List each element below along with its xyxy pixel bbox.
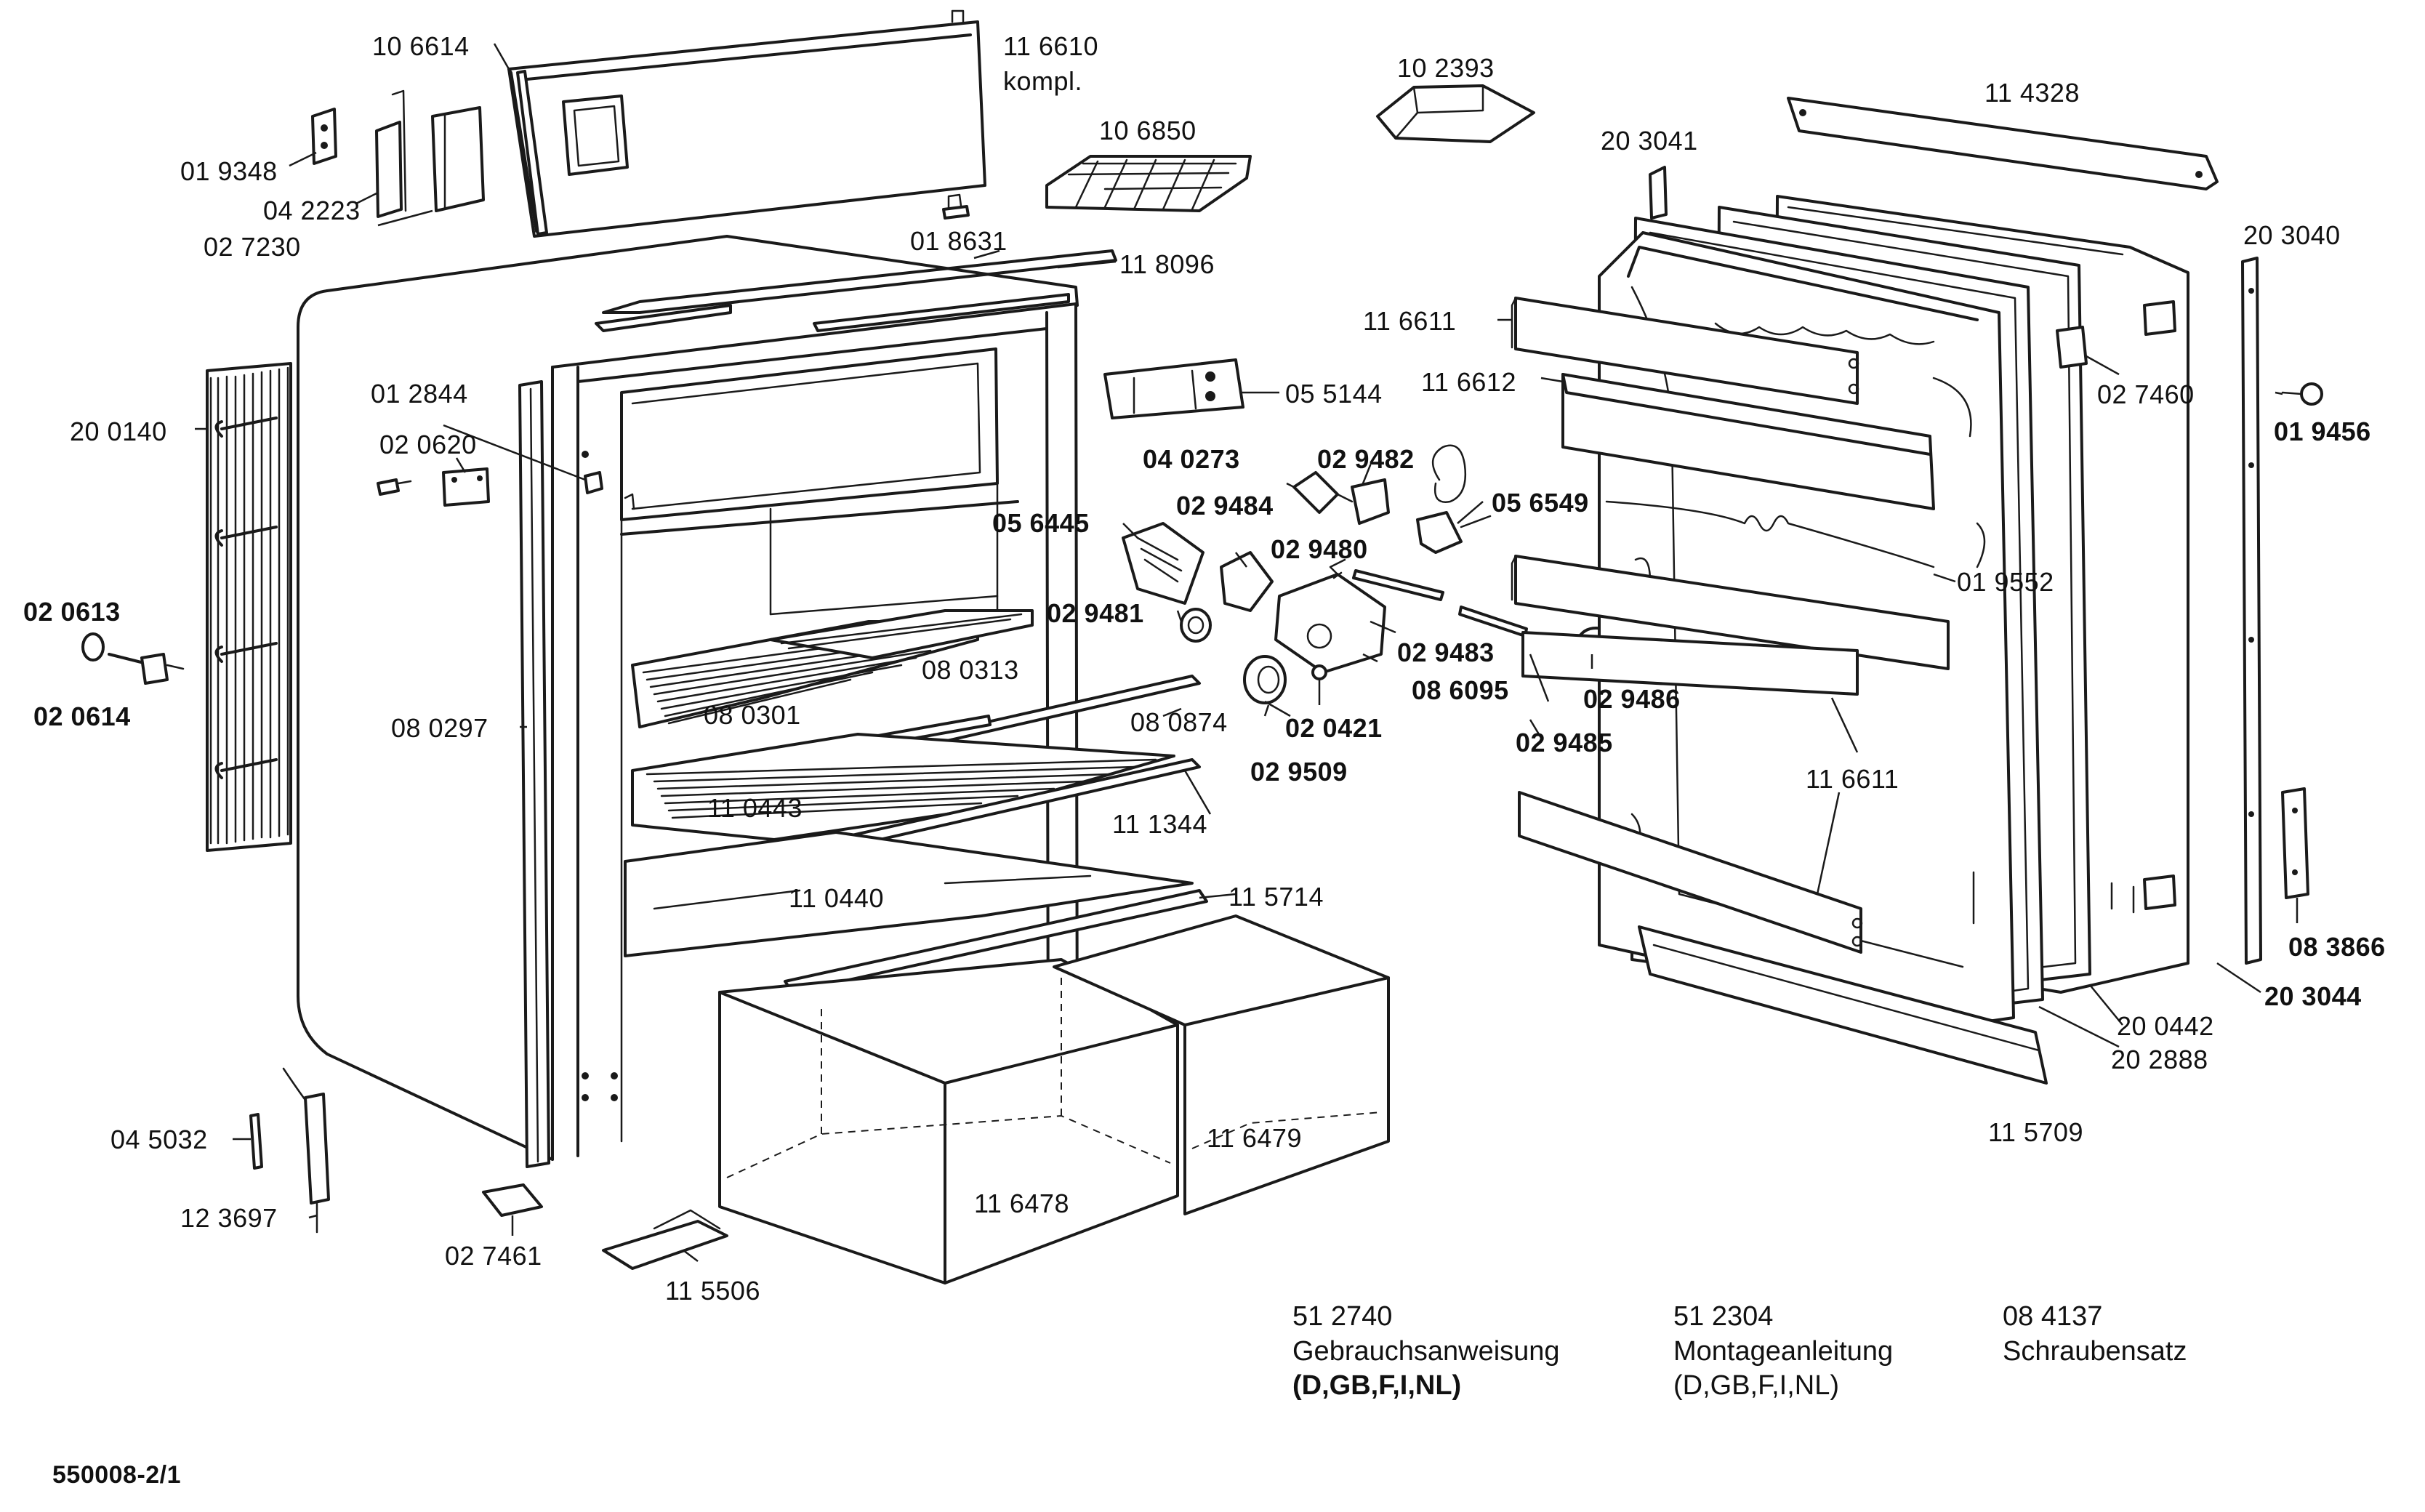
label-11-5709: 11 5709 bbox=[1988, 1117, 2083, 1147]
freezer-door-assembly bbox=[507, 9, 986, 238]
label-02-9485: 02 9485 bbox=[1516, 728, 1613, 757]
label-01-9348: 01 9348 bbox=[180, 156, 278, 186]
label-01-8631: 01 8631 bbox=[910, 226, 1008, 256]
label-01-9456: 01 9456 bbox=[2274, 417, 2371, 446]
label-20-3040: 20 3040 bbox=[2243, 220, 2341, 250]
refrigerator-cabinet bbox=[297, 235, 1079, 1161]
doc-number: 51 2304 bbox=[1673, 1301, 1774, 1332]
shelves bbox=[624, 609, 1201, 957]
label-02-9509: 02 9509 bbox=[1250, 757, 1348, 787]
label-02-0614: 02 0614 bbox=[33, 701, 131, 731]
label-11-0440: 11 0440 bbox=[789, 883, 884, 913]
label-11-6611-top: 11 6611 bbox=[1363, 306, 1457, 336]
bottom-trim-strip bbox=[1638, 925, 2048, 1085]
top-trim-strip bbox=[602, 249, 1117, 314]
label-11-6612: 11 6612 bbox=[1421, 367, 1516, 397]
ice-grid bbox=[1045, 155, 1252, 212]
label-02-9480: 02 9480 bbox=[1271, 534, 1368, 564]
leader-lines bbox=[195, 43, 2299, 1262]
label-02-9486: 02 9486 bbox=[1583, 684, 1681, 714]
thermostat-knob-parts bbox=[81, 632, 185, 685]
label-08-0297: 08 0297 bbox=[391, 713, 488, 743]
label-11-1344: 11 1344 bbox=[1112, 809, 1207, 839]
doc-number: 51 2740 bbox=[1292, 1301, 1393, 1332]
label-05-6445: 05 6445 bbox=[992, 508, 1090, 538]
door-seal bbox=[518, 380, 550, 1168]
label-01-9552: 01 9552 bbox=[1957, 567, 2054, 597]
doc-number: 08 4137 bbox=[2003, 1301, 2103, 1332]
label-12-3697: 12 3697 bbox=[180, 1203, 278, 1233]
thermostat-assembly bbox=[1103, 358, 1613, 704]
doc-operating-instructions: 51 2740 Gebrauchsanweisung (D,GB,F,I,NL) bbox=[1292, 1300, 1560, 1404]
drawing-id: 550008-2/1 bbox=[52, 1461, 182, 1489]
label-08-0301: 08 0301 bbox=[704, 700, 801, 730]
label-11-6611-bottom: 11 6611 bbox=[1806, 764, 1899, 794]
label-05-6549: 05 6549 bbox=[1492, 488, 1589, 518]
label-20-0140: 20 0140 bbox=[70, 417, 167, 446]
label-02-9484: 02 9484 bbox=[1176, 491, 1274, 520]
doc-title: Gebrauchsanweisung bbox=[1292, 1335, 1560, 1367]
label-08-0874: 08 0874 bbox=[1130, 707, 1228, 737]
doc-title: Montageanleitung bbox=[1673, 1335, 1894, 1367]
label-02-9482: 02 9482 bbox=[1317, 444, 1415, 474]
label-02-0613: 02 0613 bbox=[23, 597, 121, 627]
doc-title: Schraubensatz bbox=[2003, 1335, 2187, 1367]
burner-parts bbox=[249, 1067, 330, 1234]
label-20-2888: 20 2888 bbox=[2111, 1045, 2208, 1074]
label-04-0273: 04 0273 bbox=[1143, 444, 1240, 474]
label-05-5144: 05 5144 bbox=[1285, 379, 1383, 409]
label-11-5714: 11 5714 bbox=[1228, 882, 1324, 912]
label-11-6610: 11 6610 bbox=[1003, 31, 1098, 61]
door-shelves bbox=[1511, 297, 1950, 954]
label-08-6095: 08 6095 bbox=[1412, 675, 1509, 705]
label-02-0421: 02 0421 bbox=[1285, 713, 1383, 743]
label-11-6479: 11 6479 bbox=[1207, 1123, 1302, 1153]
doc-languages: (D,GB,F,I,NL) bbox=[1292, 1370, 1462, 1401]
hinge-foot-parts bbox=[482, 1183, 728, 1270]
label-20-3041: 20 3041 bbox=[1601, 126, 1698, 156]
doc-languages: (D,GB,F,I,NL) bbox=[1673, 1370, 1840, 1401]
label-08-0313: 08 0313 bbox=[922, 655, 1019, 685]
label-10-2393: 10 2393 bbox=[1397, 53, 1495, 83]
label-10-6614: 10 6614 bbox=[372, 31, 470, 61]
label-11-5506: 11 5506 bbox=[665, 1276, 760, 1306]
bracket-screw-parts bbox=[377, 467, 490, 507]
condenser-grille bbox=[206, 362, 292, 852]
label-04-5032: 04 5032 bbox=[110, 1125, 208, 1154]
label-11-0443: 11 0443 bbox=[707, 793, 803, 823]
label-02-7460: 02 7460 bbox=[2097, 379, 2195, 409]
label-11-4328: 11 4328 bbox=[1984, 78, 2080, 108]
doc-screw-set: 08 4137 Schraubensatz bbox=[2003, 1300, 2187, 1369]
doc-installation-instructions: 51 2304 Montageanleitung (D,GB,F,I,NL) bbox=[1673, 1300, 1893, 1404]
label-20-0442: 20 0442 bbox=[2117, 1011, 2214, 1041]
label-02-9481: 02 9481 bbox=[1047, 598, 1144, 628]
label-kompl: kompl. bbox=[1003, 66, 1083, 96]
label-01-2844: 01 2844 bbox=[371, 379, 468, 409]
label-20-3044: 20 3044 bbox=[2264, 981, 2362, 1011]
crisper-drawers bbox=[718, 889, 1390, 1284]
label-02-9483: 02 9483 bbox=[1397, 638, 1495, 667]
label-02-7461: 02 7461 bbox=[445, 1241, 542, 1271]
label-11-6478: 11 6478 bbox=[974, 1189, 1069, 1218]
label-10-6850: 10 6850 bbox=[1099, 116, 1197, 145]
label-08-3866: 08 3866 bbox=[2288, 932, 2386, 962]
door-hinge-parts bbox=[311, 89, 485, 218]
label-02-0620: 02 0620 bbox=[379, 430, 477, 459]
label-04-2223: 04 2223 bbox=[263, 196, 361, 225]
label-02-7230: 02 7230 bbox=[204, 232, 301, 262]
label-11-8096: 11 8096 bbox=[1119, 249, 1215, 279]
ice-tray bbox=[1376, 84, 1535, 143]
